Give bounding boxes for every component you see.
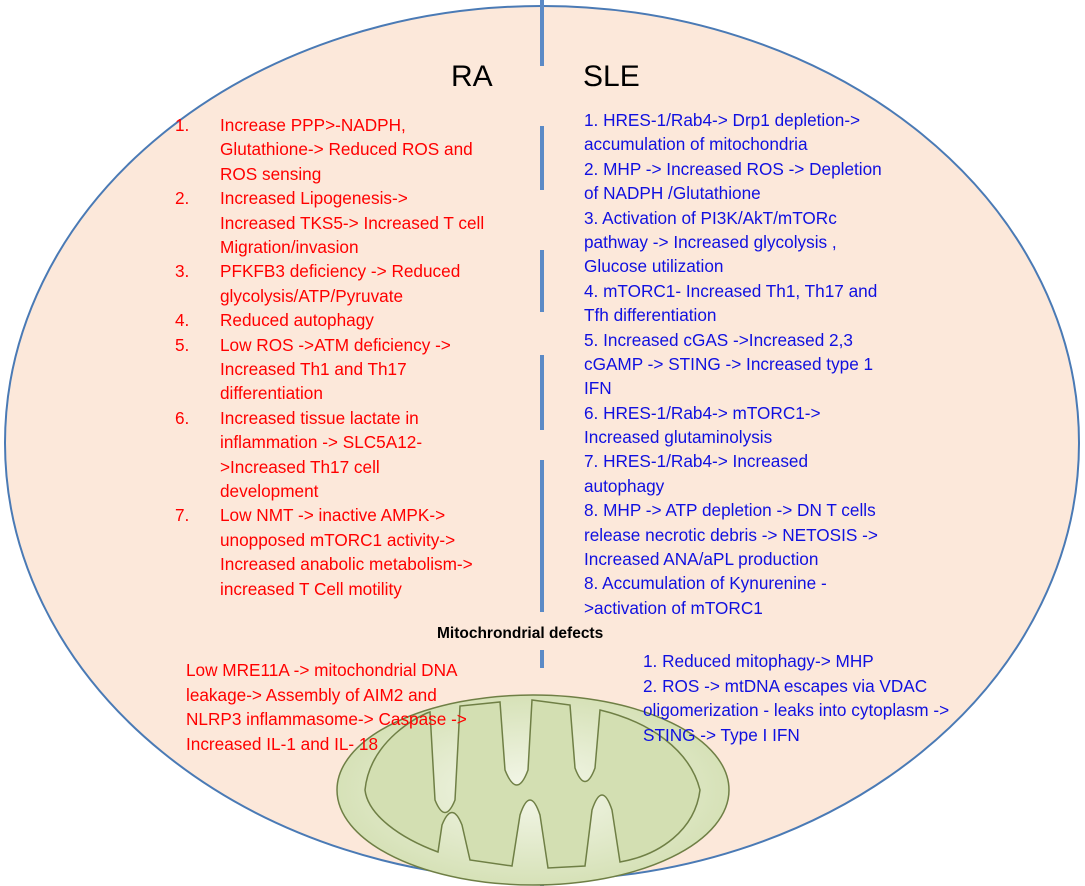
ra-item-text: PFKFB3 deficiency -> Reduced glycolysis/A… (220, 259, 460, 308)
sle-line: Increased ANA/aPL production (584, 549, 819, 570)
ra-item-line: development (220, 480, 319, 501)
ra-item-number: 6. (175, 407, 190, 428)
sle-line: 4. mTORC1- Increased Th1, Th17 and (584, 280, 878, 301)
sle-mito-line: oligomerization - leaks into cytoplasm -… (643, 700, 950, 720)
sle-header: SLE (583, 60, 640, 93)
ra-item-line: Increased Lipogenesis-> (220, 188, 408, 209)
ra-item-text: Increased Lipogenesis-> Increased TKS5-> … (220, 186, 484, 259)
ra-item: 5. Low ROS ->ATM deficiency -> Increased T… (175, 333, 515, 406)
ra-mito-line: leakage-> Assembly of AIM2 and (186, 684, 437, 705)
ra-item-line: differentiation (220, 383, 323, 404)
sle-mito-line: 1. Reduced mitophagy-> MHP (643, 651, 874, 671)
sle-list: 1. HRES-1/Rab4-> Drp1 depletion-> accumul… (584, 108, 882, 620)
ra-item-text: Increase PPP>-NADPH, Glutathione-> Reduce… (220, 113, 473, 186)
ra-item-line: PFKFB3 deficiency -> Reduced (220, 261, 461, 282)
ra-item-number: 7. (175, 505, 190, 526)
ra-item: 1. Increase PPP>-NADPH, Glutathione-> Redu… (175, 113, 515, 186)
sle-line: 1. HRES-1/Rab4-> Drp1 depletion-> (584, 110, 861, 130)
ra-mito-list: Low MRE11A -> mitochondrial DNA leakage->… (186, 658, 467, 756)
ra-item-line: Glutathione-> Reduced ROS and (220, 139, 473, 160)
ra-header: RA (451, 60, 493, 93)
sle-line: 7. HRES-1/Rab4-> Increased (584, 451, 809, 472)
ra-item-line: inflammation -> SLC5A12- (220, 432, 423, 453)
ra-item: 7. Low NMT -> inactive AMPK-> unopposed mT… (175, 503, 515, 601)
sle-line: 5. Increased cGAS ->Increased 2,3 (584, 329, 853, 350)
ra-item-line: >Increased Th17 cell (220, 456, 380, 477)
ra-mito-line: NLRP3 inflammasome-> Caspase -> (186, 709, 467, 729)
ra-item-line: Low ROS ->ATM deficiency -> (220, 334, 451, 355)
sle-line: cGAMP -> STING -> Increased type 1 (584, 353, 874, 374)
sle-line: 8. Accumulation of Kynurenine - (584, 573, 827, 594)
sle-line: 3. Activation of PI3K/AkT/mTORc (584, 207, 837, 228)
ra-item-line: Increase PPP>-NADPH, (220, 115, 406, 135)
ra-item-line: unopposed mTORC1 activity-> (220, 529, 456, 550)
ra-item-line: ROS sensing (220, 163, 322, 184)
ra-item-number: 4. (175, 310, 190, 331)
ra-item-line: Reduced autophagy (220, 310, 374, 331)
ra-mito-line: Low MRE11A -> mitochondrial DNA (186, 660, 458, 680)
sle-line: of NADPH /Glutathione (584, 183, 761, 204)
ra-item-text: Reduced autophagy (220, 308, 374, 332)
ra-item-line: Low NMT -> inactive AMPK-> (220, 505, 446, 526)
sle-line: Tfh differentiation (584, 305, 717, 326)
sle-mito-line: 2. ROS -> mtDNA escapes via VDAC (643, 675, 928, 696)
sle-line: autophagy (584, 475, 665, 496)
ra-item: 4. Reduced autophagy (175, 308, 515, 332)
ra-item-text: Low ROS ->ATM deficiency -> Increased Th1… (220, 333, 451, 406)
ra-item: 6. Increased tissue lactate in inflammatio… (175, 406, 515, 504)
ra-item-number: 3. (175, 261, 190, 282)
sle-line: release necrotic debris -> NETOSIS -> (584, 524, 878, 545)
ra-item: 2. Increased Lipogenesis-> Increased TKS5-… (175, 186, 515, 259)
sle-line: 2. MHP -> Increased ROS -> Depletion (584, 158, 882, 179)
ra-item-line: Increased tissue lactate in (220, 407, 419, 428)
ra-item-number: 1. (175, 115, 190, 135)
mitochondrial-defects-title: Mitochrondrial defects (437, 625, 604, 642)
ra-item-text: Increased tissue lactate in inflammation … (220, 406, 422, 504)
sle-mito-list: 1. Reduced mitophagy-> MHP 2. ROS -> mtDN… (643, 649, 949, 747)
sle-line: 8. MHP -> ATP depletion -> DN T cells (584, 500, 876, 521)
ra-item-number: 2. (175, 188, 190, 209)
sle-line: pathway -> Increased glycolysis , (584, 231, 837, 252)
mitochondrion-icon (336, 694, 730, 886)
sle-line: 6. HRES-1/Rab4-> mTORC1-> (584, 402, 821, 423)
sle-mito-line: STING -> Type I IFN (643, 724, 800, 745)
ra-item-text: Low NMT -> inactive AMPK-> unopposed mTOR… (220, 503, 473, 601)
sle-line: >activation of mTORC1 (584, 597, 763, 618)
ra-item-line: Migration/invasion (220, 236, 359, 257)
sle-line: accumulation of mitochondria (584, 134, 808, 155)
ra-item-line: increased T Cell motility (220, 578, 402, 599)
ra-item-line: Increased TKS5-> Increased T cell (220, 212, 485, 233)
ra-item-line: glycolysis/ATP/Pyruvate (220, 285, 404, 306)
sle-line: IFN (584, 378, 612, 399)
ra-item: 3. PFKFB3 deficiency -> Reduced glycolysis… (175, 259, 515, 308)
ra-item-line: Increased anabolic metabolism-> (220, 554, 473, 575)
ra-item-line: Increased Th1 and Th17 (220, 358, 407, 379)
ra-item-number: 5. (175, 334, 190, 355)
sle-line: Increased glutaminolysis (584, 427, 773, 448)
sle-line: Glucose utilization (584, 256, 724, 277)
ra-mito-line: Increased IL-1 and IL- 18 (186, 733, 379, 754)
